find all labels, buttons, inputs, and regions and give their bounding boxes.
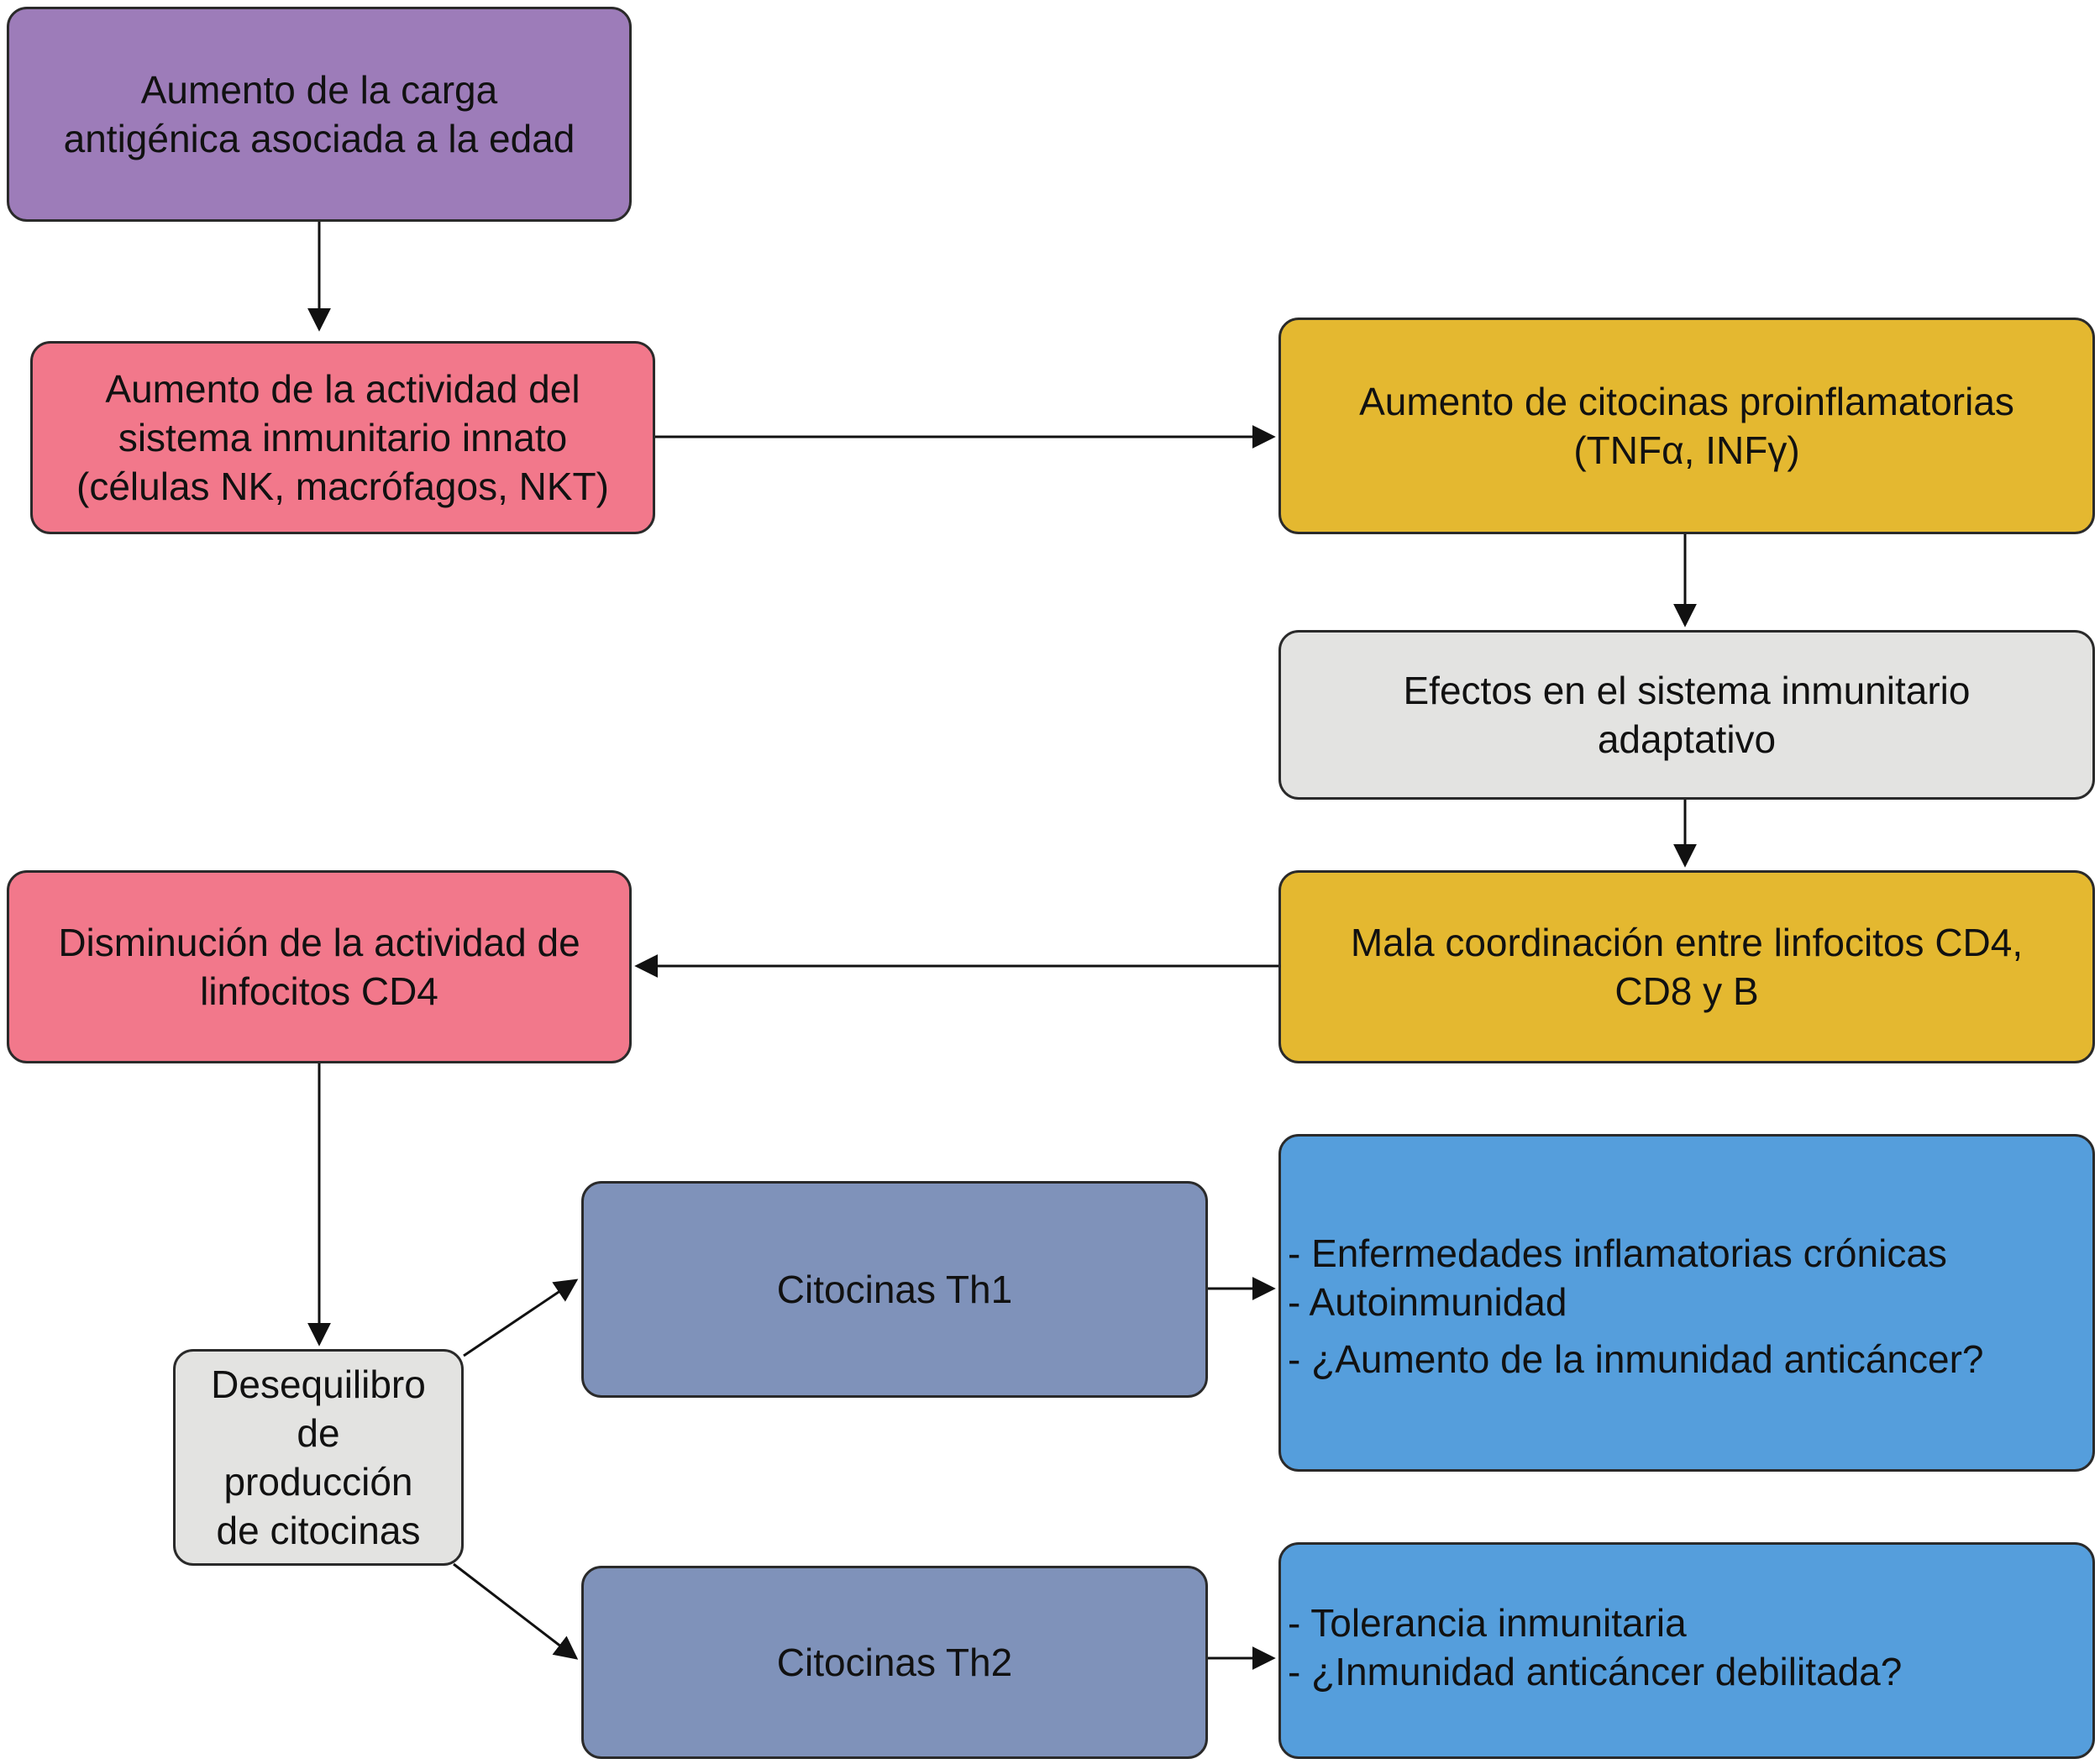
node-innate-activity: Aumento de la actividad del sistema inmu…	[30, 341, 655, 534]
th1-effects-list: - Enfermedades inflamatorias crónicas - …	[1288, 1229, 1983, 1383]
node-proinflammatory-cytokines-label: Aumento de citocinas proinflamatorias (T…	[1359, 380, 2014, 472]
node-cytokine-imbalance-label: Desequilibro de producción de citocinas	[211, 1362, 426, 1552]
node-innate-activity-label: Aumento de la actividad del sistema inmu…	[76, 367, 609, 508]
node-cytokine-imbalance: Desequilibro de producción de citocinas	[173, 1349, 464, 1566]
th1-effect-item: - ¿Aumento de la inmunidad anticáncer?	[1288, 1337, 1984, 1381]
node-proinflammatory-cytokines: Aumento de citocinas proinflamatorias (T…	[1278, 318, 2095, 534]
node-th2-cytokines-label: Citocinas Th2	[776, 1641, 1013, 1684]
node-age-antigen-load: Aumento de la carga antigénica asociada …	[7, 7, 632, 222]
node-poor-coordination: Mala coordinación entre linfocitos CD4, …	[1278, 870, 2095, 1063]
node-th1-effects: - Enfermedades inflamatorias crónicas - …	[1278, 1134, 2095, 1472]
node-cd4-decrease: Disminución de la actividad de linfocito…	[7, 870, 632, 1063]
node-th1-cytokines: Citocinas Th1	[581, 1181, 1208, 1398]
node-age-antigen-load-label: Aumento de la carga antigénica asociada …	[63, 68, 575, 160]
node-adaptive-effects: Efectos en el sistema inmunitario adapta…	[1278, 630, 2095, 800]
th1-effect-item: - Autoinmunidad	[1288, 1280, 1567, 1324]
arrow-imbalance-to-th1	[463, 1278, 579, 1357]
th2-effect-item: - ¿Inmunidad anticáncer debilitada?	[1288, 1650, 1903, 1693]
node-th2-effects: - Tolerancia inmunitaria - ¿Inmunidad an…	[1278, 1542, 2095, 1759]
th2-effect-item: - Tolerancia inmunitaria	[1288, 1601, 1687, 1645]
arrow-imbalance-to-th2	[453, 1562, 579, 1660]
node-poor-coordination-label: Mala coordinación entre linfocitos CD4, …	[1350, 921, 2024, 1013]
th2-effects-list: - Tolerancia inmunitaria - ¿Inmunidad an…	[1288, 1599, 1902, 1696]
node-cd4-decrease-label: Disminución de la actividad de linfocito…	[58, 921, 580, 1013]
node-th2-cytokines: Citocinas Th2	[581, 1566, 1208, 1759]
node-th1-cytokines-label: Citocinas Th1	[776, 1268, 1013, 1311]
th1-effect-item: - Enfermedades inflamatorias crónicas	[1288, 1231, 1947, 1275]
node-adaptive-effects-label: Efectos en el sistema inmunitario adapta…	[1403, 669, 1971, 761]
